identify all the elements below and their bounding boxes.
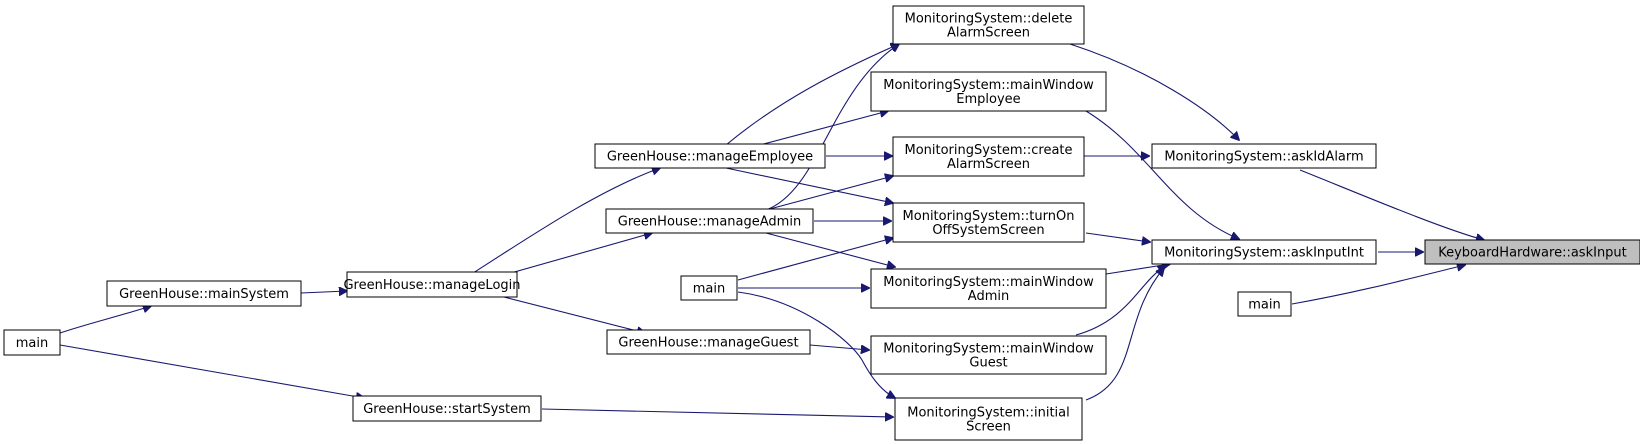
edge-askidalarm-to-askinput [1299, 169, 1484, 240]
node-box [352, 395, 542, 422]
node-label: MonitoringSystem::mainWindow [883, 78, 1094, 93]
edge-mwemployee-to-askinputint [1085, 110, 1239, 239]
node-label: OffSystemScreen [932, 223, 1044, 238]
edge-manageemployee-to-deletealarm [725, 44, 899, 146]
nodes: KeyboardHardware::askInputMonitoringSyst… [3, 5, 1640, 441]
edge-deletealarm-to-askidalarm [1069, 43, 1239, 140]
node-ms-askidalarm[interactable]: MonitoringSystem::askIdAlarm [1151, 143, 1377, 169]
node-label: MonitoringSystem::mainWindow [883, 275, 1094, 290]
edge-main-to-askinput [1291, 265, 1465, 305]
edge-startsystem-to-initial [541, 408, 893, 417]
node-label: Admin [968, 289, 1009, 304]
node-main-r[interactable]: main [1237, 291, 1292, 317]
node-box [680, 275, 738, 301]
edge-main-to-turnonoff [737, 238, 893, 281]
node-box [605, 208, 814, 234]
node-label: MonitoringSystem::askIdAlarm [1164, 150, 1363, 165]
node-box [870, 71, 1107, 112]
node-box [1151, 239, 1377, 265]
node-box [106, 280, 302, 307]
node-main-m[interactable]: main [680, 275, 738, 301]
node-gh-mainsystem[interactable]: GreenHouse::mainSystem [106, 280, 302, 307]
node-box [1424, 239, 1640, 265]
node-box [1151, 143, 1377, 169]
edge-main-to-startsystem [59, 344, 364, 398]
node-label: GreenHouse::startSystem [363, 402, 531, 417]
node-label: GreenHouse::mainSystem [119, 287, 289, 302]
node-label: GreenHouse::manageGuest [618, 336, 798, 351]
edge-manageadmin-to-createalarm [765, 176, 893, 211]
edge-managelogin-to-manageemployee [469, 168, 660, 276]
edges [59, 43, 1484, 417]
edge-manageemployee-to-turnonoff [725, 167, 893, 203]
node-ms-askinputint[interactable]: MonitoringSystem::askInputInt [1151, 239, 1377, 265]
edge-manageadmin-to-mwadmin [765, 232, 895, 267]
node-box [892, 5, 1085, 45]
edge-managelogin-to-manageguest [503, 296, 645, 333]
edge-manageguest-to-mwguest [809, 344, 869, 350]
edge-main-to-mainsystem [59, 306, 151, 334]
node-box [892, 202, 1085, 243]
node-gh-manageadmin[interactable]: GreenHouse::manageAdmin [605, 208, 814, 234]
node-label: AlarmScreen [947, 26, 1030, 41]
node-kh-askinput[interactable]: KeyboardHardware::askInput [1424, 239, 1640, 265]
edge-mainsystem-to-managelogin [300, 291, 347, 293]
edge-main-to-initial [737, 291, 895, 398]
node-box [3, 329, 61, 356]
node-gh-startsystem[interactable]: GreenHouse::startSystem [352, 395, 542, 422]
node-box [894, 397, 1083, 441]
node-box [870, 268, 1107, 309]
edge-manageemployee-to-mwemployee [759, 111, 888, 146]
node-label: KeyboardHardware::askInput [1438, 246, 1627, 261]
node-label: GreenHouse::manageAdmin [618, 215, 801, 230]
edge-managelogin-to-manageadmin [503, 233, 652, 276]
node-label: main [1248, 298, 1280, 313]
node-label: GreenHouse::manageEmployee [607, 150, 813, 165]
node-box [1237, 291, 1292, 317]
node-label: MonitoringSystem::initial [907, 406, 1070, 421]
edge-initial-to-askinputint [1085, 268, 1164, 401]
node-label: MonitoringSystem::askInputInt [1164, 246, 1364, 261]
node-label: Screen [966, 420, 1011, 435]
node-label: MonitoringSystem::create [904, 143, 1072, 158]
node-box [594, 143, 826, 169]
node-label: AlarmScreen [947, 157, 1030, 172]
node-label: GreenHouse::manageLogin [343, 278, 520, 293]
node-label: Guest [969, 356, 1007, 371]
node-main-l[interactable]: main [3, 329, 61, 356]
node-label: Employee [956, 92, 1020, 107]
node-label: MonitoringSystem::delete [905, 12, 1073, 27]
node-box [870, 335, 1107, 375]
node-label: MonitoringSystem::mainWindow [883, 342, 1094, 357]
node-label: MonitoringSystem::turnOn [903, 209, 1075, 224]
node-gh-manageemployee[interactable]: GreenHouse::manageEmployee [594, 143, 826, 169]
node-gh-managelogin[interactable]: GreenHouse::manageLogin [343, 271, 521, 298]
node-gh-manageguest[interactable]: GreenHouse::manageGuest [606, 329, 811, 355]
node-label: main [693, 282, 725, 297]
node-box [346, 271, 518, 298]
node-box [606, 329, 811, 355]
node-box [892, 136, 1085, 177]
node-label: main [16, 336, 48, 351]
edge-manageadmin-to-deletealarm [765, 44, 899, 211]
edge-turnonoff-to-askinputint [1085, 232, 1150, 242]
